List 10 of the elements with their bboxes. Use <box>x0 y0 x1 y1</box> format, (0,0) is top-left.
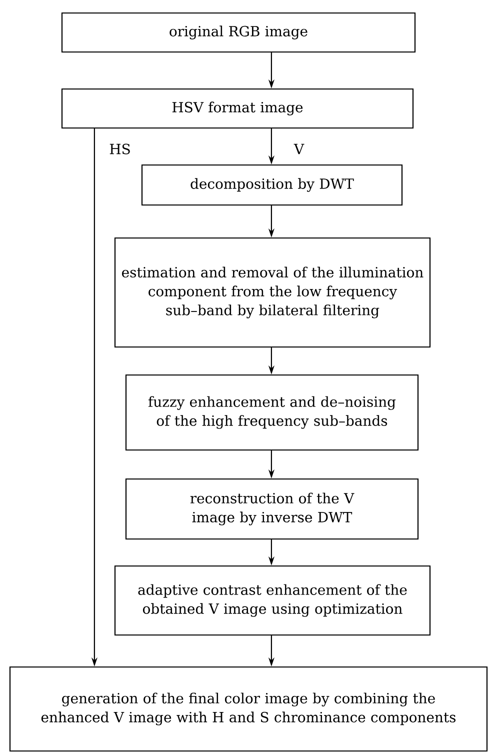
process-box: decomposition by DWT <box>141 164 403 206</box>
process-box: adaptive contrast enhancement of the obtained V image using optimization <box>114 565 431 636</box>
edge-label: V <box>292 142 306 156</box>
result-box: generation of the final color image by combining the enhanced V image with H and S chrominance components <box>9 666 488 752</box>
edge-label: HS <box>108 142 132 156</box>
process-box: original RGB image <box>61 12 416 53</box>
process-box: reconstruction of the V image by inverse DWT <box>125 478 419 540</box>
process-box: HSV format image <box>61 88 414 129</box>
process-box: estimation and removal of the illumination component from the low frequency sub–band by bilateral filtering <box>114 237 431 348</box>
process-box: fuzzy enhancement and de–noising of the high frequency sub–bands <box>125 374 419 451</box>
